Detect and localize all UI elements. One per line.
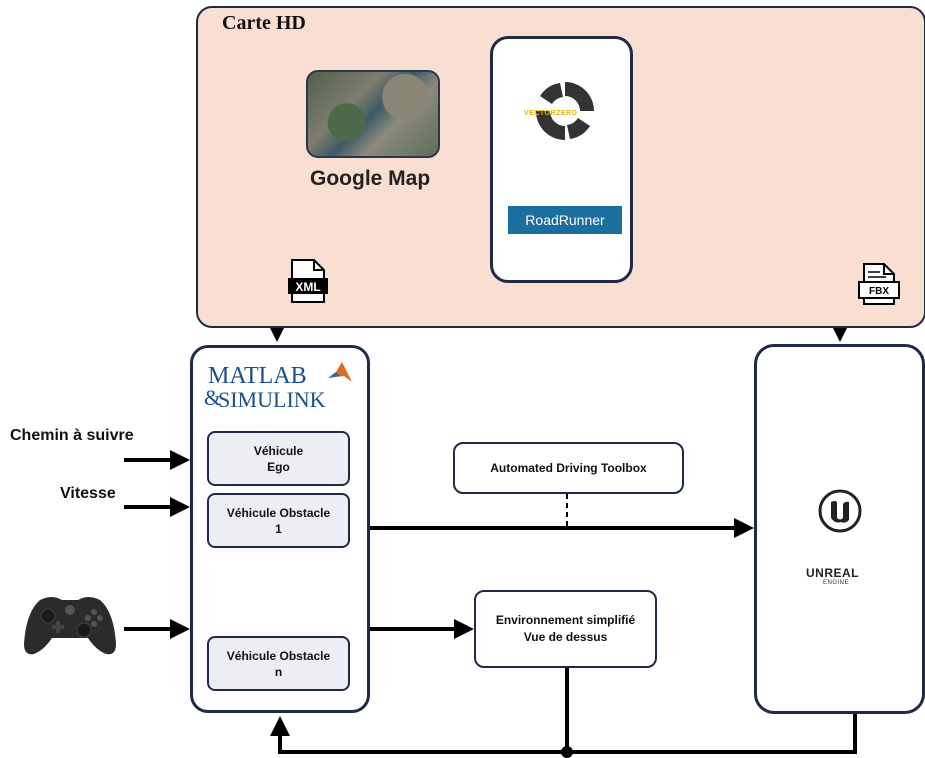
junction-dot	[561, 746, 573, 758]
environment-line2: Vue de dessus	[523, 630, 608, 644]
vectorzero-label: VECTORZERO	[524, 110, 578, 117]
automated-driving-toolbox-box: Automated Driving Toolbox	[453, 442, 684, 494]
toolbox-label: Automated Driving Toolbox	[490, 460, 647, 475]
simulink-logo-text: SIMULINK	[218, 387, 326, 412]
unreal-logo-icon	[818, 489, 862, 533]
roadrunner-box	[490, 36, 633, 283]
environment-line1: Environnement simplifié	[495, 613, 636, 627]
xml-file-icon: XML	[288, 259, 328, 303]
vehicle-obstacle-1-line2: 1	[275, 521, 282, 536]
speed-input-label: Vitesse	[60, 485, 116, 502]
vehicle-ego-line2: Ego	[267, 459, 290, 474]
fbx-file-label: FBX	[869, 286, 889, 297]
roadrunner-label: RoadRunner	[508, 206, 622, 234]
vehicle-obstacle-n-line2: n	[274, 664, 283, 679]
matlab-logo-amp: &	[204, 385, 222, 410]
unreal-name: UNREAL	[806, 566, 859, 580]
fbx-file-icon: FBX	[858, 263, 900, 305]
matlab-membrane-icon	[328, 362, 352, 382]
matlab-logo-text: MATLAB	[208, 363, 307, 389]
unreal-sub: ENGINE	[823, 580, 850, 586]
hd-map-title: Carte HD	[222, 12, 306, 34]
gamepad-icon	[24, 597, 116, 655]
xml-file-label: XML	[295, 280, 320, 294]
vehicle-ego-line1: Véhicule	[253, 443, 304, 458]
google-map-label: Google Map	[310, 167, 431, 190]
vehicle-obstacle-1-line1: Véhicule Obstacle	[226, 505, 331, 520]
path-input-label: Chemin à suivre	[10, 427, 134, 444]
vehicle-obstacle-n-line1: Véhicule Obstacle	[226, 648, 331, 663]
google-map-image	[306, 70, 440, 158]
vectorzero-logo-icon	[536, 82, 594, 140]
